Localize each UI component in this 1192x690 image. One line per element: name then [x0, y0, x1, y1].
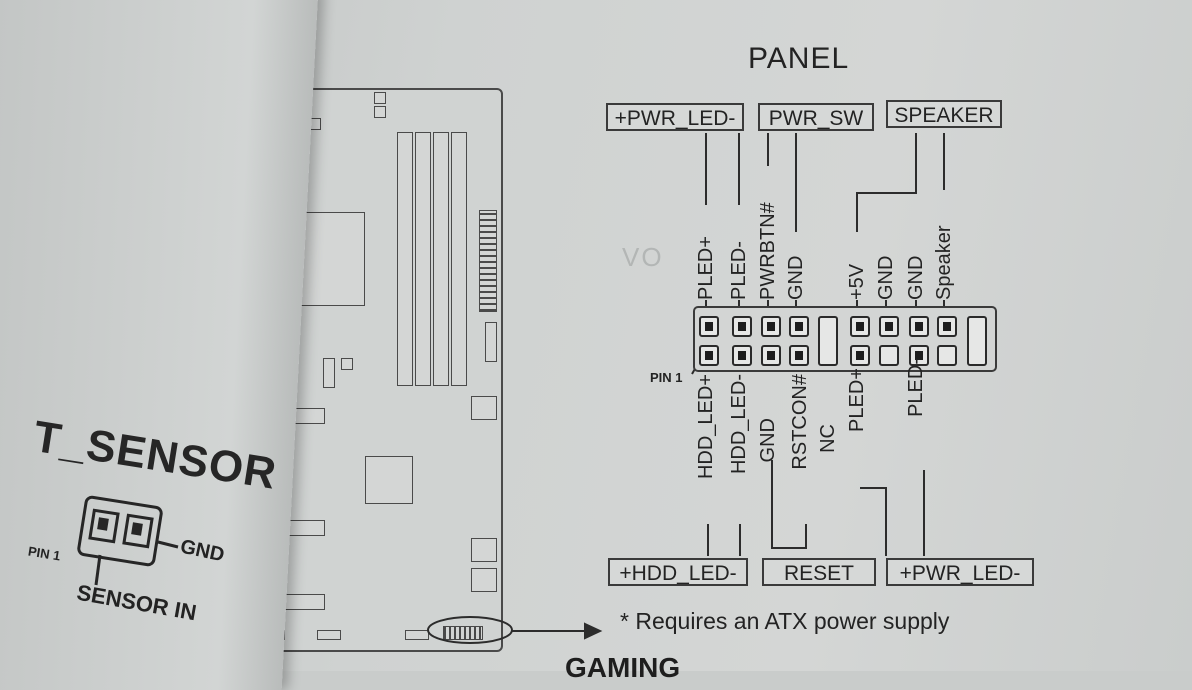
pin1-label: PIN 1 — [650, 370, 683, 385]
pin — [909, 316, 929, 337]
group-label-pwr-sw: PWR_SW — [758, 103, 874, 131]
dimm-slot — [415, 132, 431, 386]
pin — [732, 316, 752, 337]
pin — [850, 316, 870, 337]
pin-empty — [818, 316, 838, 366]
chipset — [365, 456, 413, 504]
dimm-slot — [397, 132, 413, 386]
pin — [879, 316, 899, 337]
atx-power-connector — [479, 210, 497, 312]
bottom-header — [405, 630, 429, 640]
pin — [732, 345, 752, 366]
sata-port — [471, 538, 497, 562]
pin — [699, 316, 719, 337]
dimm-slot — [451, 132, 467, 386]
tsensor-diagram — [77, 495, 179, 586]
bottom-header — [317, 630, 341, 640]
pin — [850, 345, 870, 366]
pin — [909, 345, 929, 366]
small-header — [374, 92, 386, 104]
pin-empty — [879, 345, 899, 366]
group-label-pwr-led-top: +PWR_LED- — [606, 103, 744, 131]
small-header — [323, 358, 335, 388]
dimm-slot — [433, 132, 449, 386]
panel-header-location — [443, 626, 483, 640]
pin — [761, 345, 781, 366]
panel-title: PANEL — [748, 42, 850, 75]
pin — [699, 345, 719, 366]
small-header — [341, 358, 353, 370]
sata-port — [471, 396, 497, 420]
small-header — [374, 106, 386, 118]
arrow-head — [584, 622, 603, 640]
ghost-text: VO — [622, 242, 664, 272]
pin — [789, 345, 809, 366]
atx-note: * Requires an ATX power supply — [620, 608, 950, 634]
group-label-speaker: SPEAKER — [886, 100, 1002, 128]
pin-empty — [937, 345, 957, 366]
bottom-cut-heading: GAMING — [565, 652, 681, 683]
pin — [937, 316, 957, 337]
panel-pin-header — [693, 306, 997, 372]
group-label-pwr-led-bottom: +PWR_LED- — [886, 558, 1034, 586]
pin-empty — [967, 316, 987, 366]
group-label-reset: RESET — [762, 558, 876, 586]
pin — [761, 316, 781, 337]
pin — [789, 316, 809, 337]
sata-port — [471, 568, 497, 592]
group-label-hdd-led: +HDD_LED- — [608, 558, 748, 586]
small-connector — [485, 322, 497, 362]
